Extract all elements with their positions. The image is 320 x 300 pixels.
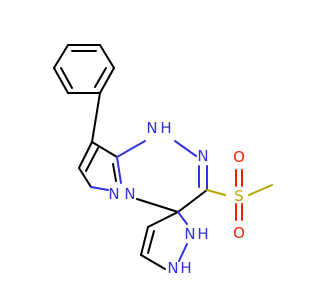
hydrogen-nh-label: H [160,119,171,137]
methylsulfonyl-group [206,169,273,221]
sulfur-label: S [234,187,244,205]
spiro-bond-4 [178,243,188,262]
pyrazole-bond-3 [78,167,92,188]
oxygen-bottom-label: O [233,224,245,242]
triazine-nitrogen-label: N [197,147,208,165]
phenyl-bond-3 [99,67,115,94]
phenyl-ring [53,44,115,94]
triazine-bond-spiro-n [136,198,179,213]
spiro-hydrogen-lower-label: H [180,259,191,277]
spiro-bond-5 [177,211,188,225]
pyrazole-bond-1 [91,141,118,158]
spiro-nitrogen-upper-label: N [184,225,195,243]
spiro-bond-2 [140,226,149,256]
spiro-nitrogen-lower-label: N [167,259,178,277]
nitrogen-nh-label: N [146,119,157,137]
pyrazole-bond-2 [78,141,93,169]
triazine-bond-nh [116,140,146,158]
spiro-double-bond-2 [147,230,155,254]
pyrazole-bond-5 [116,156,122,184]
spiro-pyrazoline-ring [140,211,188,270]
atom-labels: N H N N N S O O N H N H [108,119,245,277]
pyrazole-double-bond-2 [85,147,99,172]
phenyl-double-bond-3 [60,67,73,89]
oxygen-top-label: O [233,148,245,166]
phenyl-bond-5 [53,67,69,94]
triazine-bond-c-spiro [177,189,208,213]
phenyl-bond-2 [99,44,115,69]
spiro-bond-1 [147,211,179,228]
pyrazole-bond-4 [90,186,109,191]
spiro-bond-3 [140,254,166,270]
phenyl-double-bond-2 [94,67,107,88]
pyrazole-double-bond-5 [112,163,117,182]
spiro-hydrogen-upper-label: H [197,225,208,243]
pyrazole-ring [78,141,122,191]
pyrazole-bridge-nitrogen-label: N [124,185,135,203]
sulfonyl-bond-s-ch3 [248,184,273,196]
pyrazole-nitrogen-left-label: N [108,185,119,203]
chemical-structure-diagram: N H N N N S O O N H N H [53,44,273,277]
phenyl-bond-6 [53,44,69,69]
triazine-ring [116,140,208,213]
triazine-bond-nn [174,140,197,157]
phenyl-to-core-bond [91,92,101,143]
sulfonyl-bond-c-s [206,189,226,196]
